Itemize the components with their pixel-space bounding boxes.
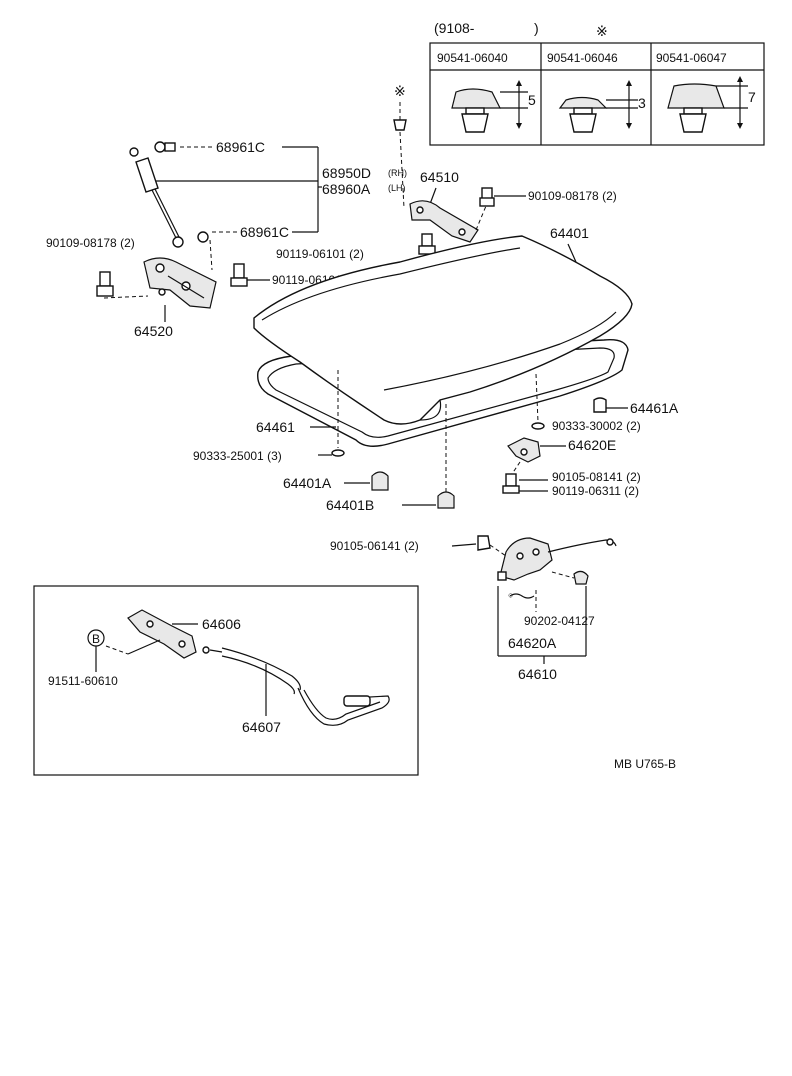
clip-drawing-1: 5: [451, 80, 536, 133]
gas-strut: [129, 147, 184, 248]
clip-dimension-2: 3: [638, 95, 646, 111]
label-90109-left: 90109-08178 (2): [46, 236, 135, 250]
release-lever-64606: [127, 609, 197, 659]
diagram-code: MB U765-B: [614, 757, 676, 771]
hinge-left: [143, 257, 217, 309]
label-64510: 64510: [420, 169, 459, 185]
bolt-90105-left: [477, 535, 491, 551]
label-90105-left: 90105-06141 (2): [330, 539, 419, 553]
ball-stud-lower: [197, 231, 209, 243]
label-90119-upper: 90119-06101 (2): [276, 247, 364, 261]
clip-dimension-3: 7: [748, 89, 756, 105]
bumper-64401A: [371, 471, 389, 491]
clip-part-number-1: 90541-06040: [437, 51, 508, 65]
release-cable-64607: [202, 646, 390, 726]
label-90119-06311: 90119-06311 (2): [552, 484, 639, 498]
label-64401: 64401: [550, 225, 589, 241]
grommet-30002: [531, 422, 545, 430]
label-91511: 91511-60610: [48, 674, 118, 688]
release-inset-frame: [33, 585, 419, 776]
label-64610: 64610: [518, 666, 557, 682]
mark-asterisk: ※: [394, 83, 406, 99]
lock-assembly: 90105-06141 (2) ○ 90202-04127 64620A 646…: [330, 535, 617, 682]
label-64461A: 64461A: [630, 400, 679, 416]
bolt-left: [99, 271, 111, 287]
label-90109-right: 90109-08178 (2): [528, 189, 617, 203]
clip-drawing-3: 7: [667, 76, 756, 133]
strut-assembly: 68961C 68950D (RH) 68960A (LH) 68961C 90…: [46, 83, 617, 339]
label-68960A-side: (LH): [388, 183, 406, 193]
label-90333-25001: 90333-25001 (3): [193, 449, 282, 463]
label-68950D: 68950D: [322, 165, 371, 181]
clip-drawing-2: 3: [558, 80, 646, 133]
cushion-64461A: [593, 397, 607, 413]
spring-90202: [509, 593, 535, 599]
label-68950D-side: (RH): [388, 168, 407, 178]
clip-dimension-1: 5: [528, 92, 536, 108]
table-frame: [429, 42, 765, 146]
label-68960A: 68960A: [322, 181, 371, 197]
label-90333-30002: 90333-30002 (2): [552, 419, 641, 433]
label-64606: 64606: [202, 616, 241, 632]
label-68961C-upper: 68961C: [216, 139, 265, 155]
clip-variant-table: (9108- ) ※ 90541-06040 90541-06046 90541…: [429, 20, 765, 146]
lock-64610: [497, 537, 553, 581]
bolt-90119-upper: [421, 233, 433, 247]
label-64461: 64461: [256, 419, 295, 435]
label-64620A: 64620A: [508, 635, 557, 651]
trunk-lid: [253, 235, 633, 425]
bolt-90105-right: [505, 473, 517, 487]
table-header-date: (9108-: [434, 20, 475, 36]
label-64607: 64607: [242, 719, 281, 735]
label-64620E: 64620E: [568, 437, 616, 453]
svg-text:○: ○: [508, 590, 513, 600]
clip-pin: [393, 119, 407, 131]
label-90105-right: 90105-08141 (2): [552, 470, 641, 484]
bolt-90119-lower: [233, 263, 245, 279]
release-cable-inset: 64606 B 91511-60610 64607: [33, 585, 419, 776]
bumper-64401B: [437, 491, 455, 509]
ball-stud-upper: [154, 141, 166, 153]
label-68961C-lower: 68961C: [240, 224, 289, 240]
clip-part-number-2: 90541-06046: [547, 51, 618, 65]
label-90202: 90202-04127: [524, 614, 595, 628]
trunk-lid-assembly: 64401 64461 90333-25001 (3) 90333-30002 …: [193, 225, 679, 513]
badge-b-label: B: [92, 632, 100, 646]
clip-part-number-3: 90541-06047: [656, 51, 727, 65]
striker-64620E: [507, 437, 541, 463]
table-header-mark: ※: [596, 23, 608, 39]
hinge-right: [409, 200, 479, 243]
bumper-small: [573, 570, 589, 585]
label-64520: 64520: [134, 323, 173, 339]
grommet-25001: [331, 449, 345, 457]
label-64401B: 64401B: [326, 497, 374, 513]
label-64401A: 64401A: [283, 475, 332, 491]
table-header-close: ): [534, 20, 539, 36]
